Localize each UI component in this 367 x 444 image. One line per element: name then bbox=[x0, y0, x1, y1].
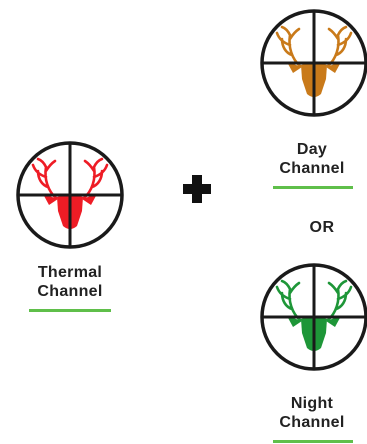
day-label-line1: Day bbox=[296, 141, 328, 158]
thermal-scope-icon bbox=[10, 135, 130, 255]
or-label: OR bbox=[309, 219, 335, 236]
night-scope-icon bbox=[254, 257, 367, 377]
day-label-line2: Channel bbox=[279, 160, 345, 177]
night-label-line1: Night bbox=[290, 395, 334, 412]
day-underline bbox=[273, 186, 353, 189]
night-label-line2: Channel bbox=[279, 414, 345, 431]
day-channel-label: Day Channel bbox=[262, 140, 362, 178]
day-scope-icon bbox=[254, 3, 367, 123]
plus-icon bbox=[177, 169, 217, 209]
thermal-underline bbox=[29, 309, 111, 312]
night-channel-label: Night Channel bbox=[262, 394, 362, 432]
thermal-channel-label: Thermal Channel bbox=[10, 263, 130, 301]
night-underline bbox=[273, 440, 353, 443]
thermal-label-line1: Thermal bbox=[37, 264, 103, 281]
thermal-label-line2: Channel bbox=[37, 283, 103, 300]
